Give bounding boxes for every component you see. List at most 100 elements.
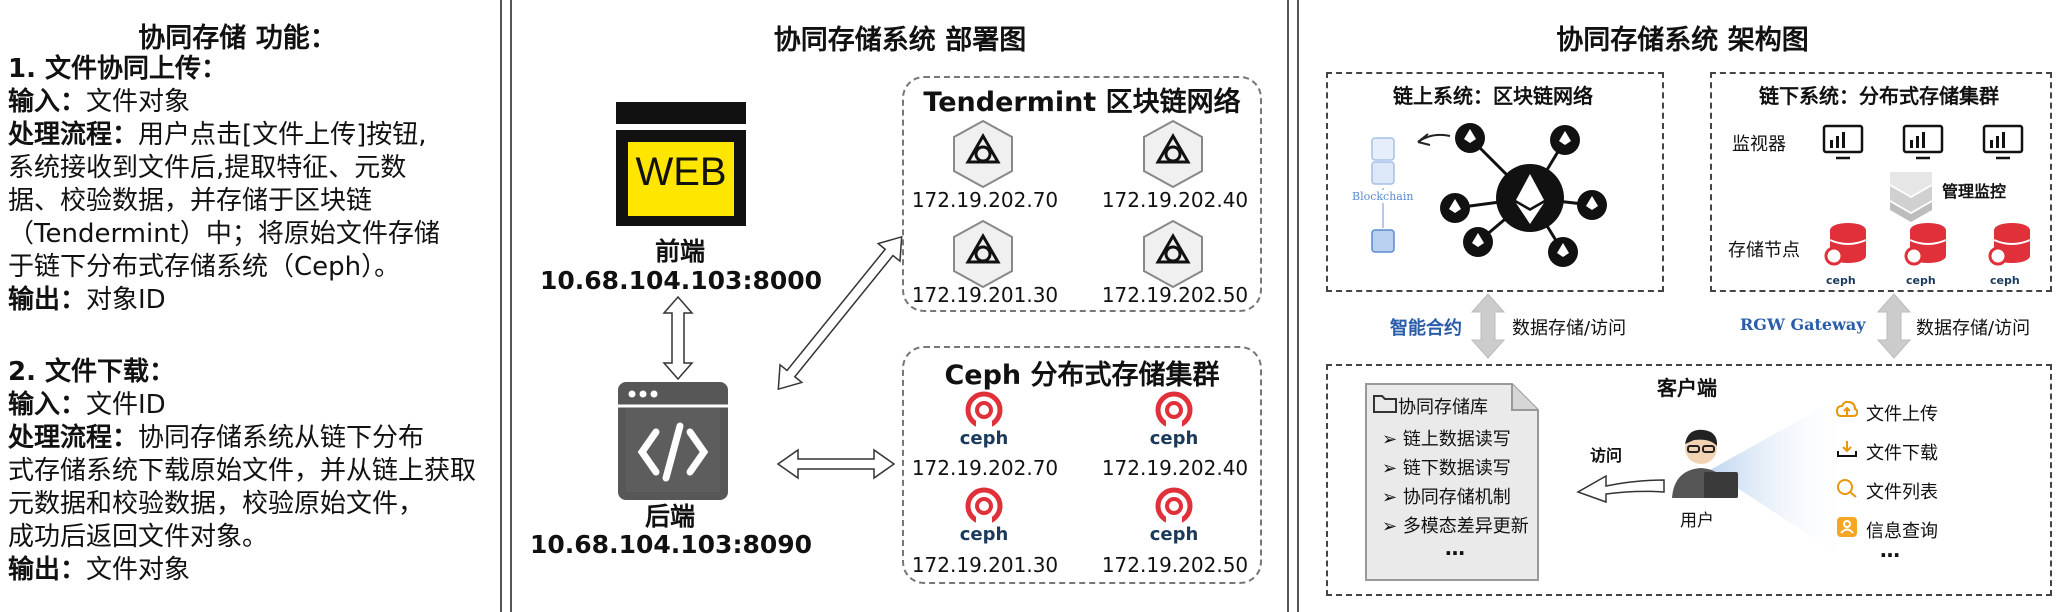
ceph-label: ceph — [1906, 274, 1936, 287]
ceph-label: ceph — [959, 428, 1009, 449]
storage-node-label: 存储节点 — [1728, 240, 1800, 261]
process-label: 处理流程： — [8, 120, 139, 150]
user-avatar-icon — [1672, 429, 1738, 498]
process-text: 用户点击[文件上传]按钮, — [138, 120, 427, 150]
folder-icon — [1373, 395, 1397, 413]
input-label: 输入： — [8, 390, 87, 420]
double-arrow-icon — [662, 295, 694, 381]
input-label: 输入： — [8, 87, 87, 117]
upload-icon — [1836, 400, 1858, 417]
library-title: 协同存储库 — [1398, 397, 1488, 418]
process-text: 协同存储系统从链下分布 — [138, 423, 425, 453]
section-2-input: 输入：文件ID — [8, 389, 166, 422]
left-arrow-icon — [1576, 474, 1665, 504]
vertical-double-arrow-icon — [1876, 293, 1912, 359]
feature-description-panel: 协同存储 功能： 1. 文件协同上传： 输入：文件对象 处理流程：用户点击[文件… — [0, 0, 500, 612]
node-ip: 172.19.201.30 — [911, 553, 1059, 577]
backend-label: 后端 — [644, 502, 695, 531]
process-text: 式存储系统下载原始文件，并从链上获取 — [8, 456, 477, 486]
user-beam — [1710, 392, 1850, 562]
search-icon — [1837, 479, 1857, 498]
section-2-heading: 2. 文件下载： — [8, 357, 176, 387]
ceph-cluster-box — [902, 346, 1262, 584]
library-item: ➢ 多模态差异更新 — [1382, 516, 1529, 537]
ceph-label: ceph — [1149, 524, 1199, 545]
ceph-title: Ceph 分布式存储集群 — [944, 360, 1220, 391]
offchain-title: 链下系统：分布式存储集群 — [1759, 84, 1999, 108]
vertical-double-arrow-icon — [1470, 293, 1506, 359]
section-1-output: 输出：对象ID — [8, 284, 166, 317]
user-label: 用户 — [1680, 511, 1714, 531]
node-ip: 172.19.202.40 — [1101, 456, 1249, 480]
data-access-label: 数据存储/访问 — [1512, 318, 1627, 339]
offchain-system-box — [1710, 72, 2052, 292]
blockchain-network-icon — [1371, 123, 1607, 267]
output-value: 对象ID — [86, 285, 166, 315]
feature-item: 文件下载 — [1866, 443, 1938, 464]
frontend-label: 前端 — [654, 237, 705, 266]
data-access-label: 数据存储/访问 — [1916, 318, 2031, 339]
client-box — [1326, 364, 2052, 596]
node-ip: 172.19.202.70 — [911, 456, 1059, 480]
panel-title: 协同存储 功能： — [138, 23, 337, 54]
divider — [500, 0, 502, 612]
library-item: ➢ 链下数据读写 — [1382, 458, 1511, 479]
library-document-card — [1365, 383, 1539, 581]
ceph-label: ceph — [1990, 274, 2020, 287]
node-ip: 172.19.202.50 — [1101, 283, 1249, 307]
section-1-heading: 1. 文件协同上传： — [8, 54, 228, 84]
process-text: 于链下分布式存储系统（Ceph）。 — [8, 252, 401, 282]
frontend-address: 10.68.104.103:8000 — [540, 266, 823, 295]
node-ip: 172.19.202.50 — [1101, 553, 1249, 577]
feature-item: 文件列表 — [1866, 482, 1938, 503]
process-text: 据、校验数据，并存储于区块链 — [8, 186, 373, 216]
process-text: 成功后返回文件对象。 — [8, 522, 269, 552]
library-item: ➢ 链上数据读写 — [1382, 429, 1511, 450]
divider — [1287, 0, 1289, 612]
client-title: 客户端 — [1657, 376, 1717, 400]
ceph-logo-icon — [1155, 391, 1193, 430]
backend-address: 10.68.104.103:8090 — [530, 530, 813, 559]
feature-item: 文件上传 — [1866, 404, 1938, 425]
tendermint-network-box — [902, 76, 1262, 312]
output-value: 文件对象 — [86, 555, 191, 585]
manage-label: 管理监控 — [1942, 182, 2007, 201]
divider — [1297, 0, 1299, 612]
backend-code-icon — [618, 382, 728, 500]
rgw-gateway-label: RGW Gateway — [1740, 315, 1866, 334]
ceph-logo-icon — [965, 391, 1003, 430]
node-ip: 172.19.202.40 — [1101, 188, 1249, 212]
library-more: … — [1445, 536, 1465, 560]
info-query-icon — [1837, 517, 1857, 537]
web-frontend-icon — [616, 102, 746, 226]
process-label: 处理流程： — [8, 423, 139, 453]
process-text: 元数据和校验数据，校验原始文件， — [8, 489, 425, 519]
ceph-label: ceph — [959, 524, 1009, 545]
library-item: ➢ 协同存储机制 — [1382, 487, 1511, 508]
tendermint-node-icon — [953, 119, 1013, 189]
monitor-label: 监视器 — [1732, 134, 1786, 155]
horizontal-double-arrow-icon — [776, 448, 896, 480]
blockchain-label: Blockchain — [1352, 190, 1414, 203]
diagonal-double-arrow-icon — [777, 235, 903, 391]
ceph-logo-icon — [1155, 487, 1193, 526]
download-icon — [1837, 441, 1857, 457]
feature-item: 信息查询 — [1866, 521, 1938, 542]
smart-contract-label: 智能合约 — [1390, 318, 1462, 339]
tendermint-node-icon — [1143, 119, 1203, 189]
output-label: 输出： — [8, 285, 87, 315]
storage-node-icons — [1824, 223, 2031, 266]
tendermint-title: Tendermint 区块链网络 — [923, 87, 1241, 118]
node-ip: 172.19.202.70 — [911, 188, 1059, 212]
access-label: 访问 — [1590, 446, 1623, 465]
architecture-diagram-title: 协同存储系统 架构图 — [1556, 25, 1809, 56]
monitor-icons — [1822, 124, 2024, 160]
section-2-process: 处理流程：协同存储系统从链下分布 — [8, 422, 424, 455]
input-value: 文件ID — [86, 390, 166, 420]
section-2-output: 输出：文件对象 — [8, 554, 190, 587]
output-label: 输出： — [8, 555, 87, 585]
down-chevron-stack-icon — [1890, 172, 1932, 222]
ceph-label: ceph — [1149, 428, 1199, 449]
deployment-diagram-title: 协同存储系统 部署图 — [773, 25, 1027, 56]
features-more: … — [1880, 538, 1900, 562]
